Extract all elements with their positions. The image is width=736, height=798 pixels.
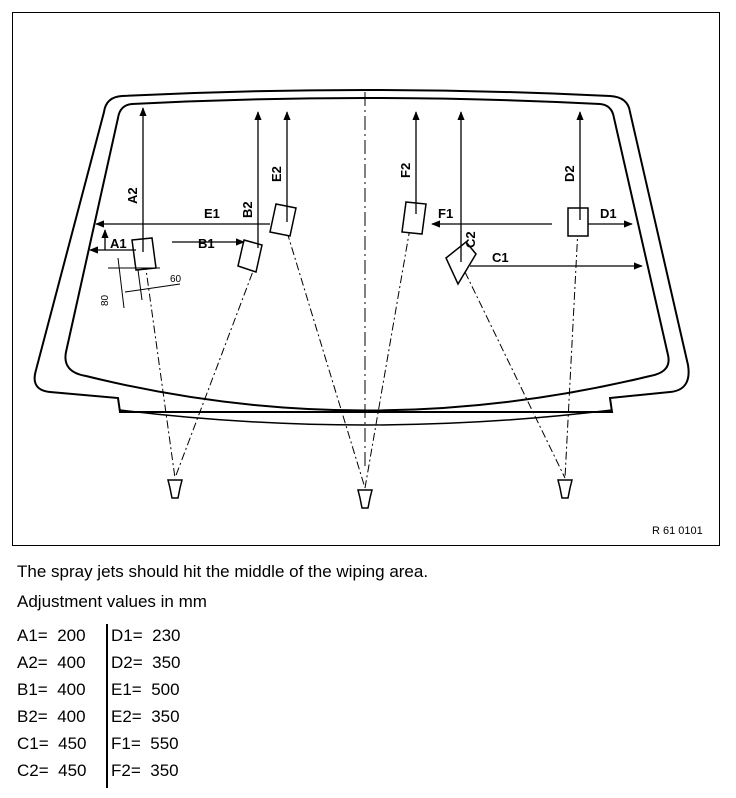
label-f2: F2 <box>398 163 413 178</box>
value-row: F2= 350 <box>111 761 179 780</box>
label-a2: A2 <box>125 187 140 204</box>
label-b1: B1 <box>198 236 215 251</box>
label-dim-60: 60 <box>170 274 182 285</box>
values-column-left: A1= 200 A2= 400 B1= 400 B2= 400 C1= 450 … <box>17 622 87 784</box>
value-row: B1= 400 <box>17 680 86 699</box>
spray-paths <box>144 227 579 489</box>
label-c2: C2 <box>463 231 478 248</box>
nozzle-left <box>167 479 183 499</box>
windshield-outer <box>33 89 690 413</box>
label-e2: E2 <box>269 166 284 182</box>
label-dim-80: 80 <box>100 294 111 306</box>
value-row: A2= 400 <box>17 653 86 672</box>
label-e1: E1 <box>204 206 220 221</box>
label-d2: D2 <box>562 165 577 182</box>
values-column-right: D1= 230 D2= 350 E1= 500 E2= 350 F1= 550 … <box>111 622 181 784</box>
reference-code: R 61 0101 <box>652 525 703 537</box>
label-c1: C1 <box>492 250 509 265</box>
windshield-diagram: A1 A2 B1 B2 C1 C2 D1 D2 E1 E2 F1 F2 60 8… <box>33 89 690 509</box>
value-row: D1= 230 <box>111 626 181 645</box>
caption-instruction: The spray jets should hit the middle of … <box>17 562 429 581</box>
label-a1: A1 <box>110 236 127 251</box>
label-b2: B2 <box>240 201 255 218</box>
value-row: C2= 450 <box>17 761 87 780</box>
cowl-line <box>119 409 613 426</box>
value-row: B2= 400 <box>17 707 86 726</box>
value-row: A1= 200 <box>17 626 86 645</box>
target-markers <box>131 201 589 286</box>
sub-dimension-lines <box>108 257 181 309</box>
nozzle-center <box>357 489 373 509</box>
value-row: E2= 350 <box>111 707 180 726</box>
caption-units: Adjustment values in mm <box>17 592 207 611</box>
value-row: E1= 500 <box>111 680 180 699</box>
value-row: C1= 450 <box>17 734 87 753</box>
label-f1: F1 <box>438 206 453 221</box>
column-divider <box>106 624 108 788</box>
figure-frame <box>12 12 720 546</box>
value-row: D2= 350 <box>111 653 181 672</box>
label-d1: D1 <box>600 206 617 221</box>
value-row: F1= 550 <box>111 734 179 753</box>
nozzle-right <box>557 479 573 499</box>
windshield-glass <box>64 97 670 412</box>
dimension-arrows <box>89 107 643 270</box>
